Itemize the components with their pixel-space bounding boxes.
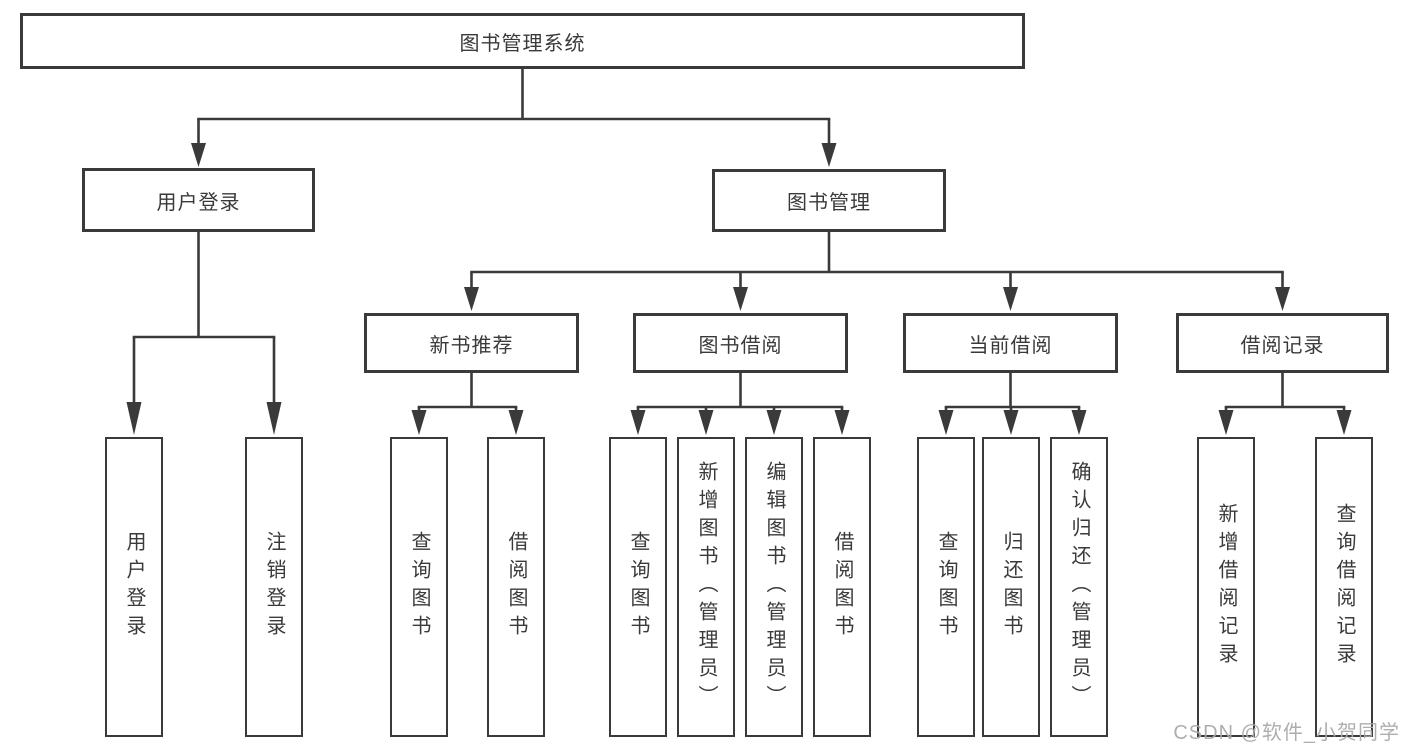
- node-new-book-recommend: 新书推荐: [364, 313, 579, 373]
- leaf-label: 新增借阅记录: [1215, 503, 1237, 671]
- leaf-label: 借阅图书: [831, 531, 853, 643]
- node-user-login: 用户登录: [82, 168, 315, 232]
- node-label: 图书管理: [787, 192, 871, 214]
- node-label: 借阅记录: [1240, 334, 1325, 357]
- leaf-query-borrow-record: 查询借阅记录: [1315, 437, 1373, 737]
- node-borrow-records: 借阅记录: [1176, 313, 1389, 373]
- leaf-label: 用户登录: [123, 531, 145, 643]
- leaf-label: 注销登录: [263, 531, 285, 643]
- node-library-system: 图书管理系统: [20, 13, 1025, 69]
- leaf-label: 查询借阅记录: [1333, 503, 1355, 671]
- node-label: 新书推荐: [429, 334, 514, 357]
- leaf-label: 新增图书（管理员）: [695, 461, 717, 713]
- node-label: 图书借阅: [698, 334, 783, 357]
- connector-user-login-to-leaves: [126, 232, 282, 435]
- leaf-query-books-borrow: 查询图书: [609, 437, 667, 737]
- leaf-confirm-return-admin: 确认归还（管理员）: [1050, 437, 1108, 737]
- leaf-return-books: 归还图书: [982, 437, 1040, 737]
- connector-borrow-records-to-leaves: [1218, 373, 1352, 435]
- leaf-user-login: 用户登录: [105, 437, 163, 737]
- node-book-management: 图书管理: [712, 169, 946, 232]
- leaf-query-books-rec: 查询图书: [390, 437, 448, 737]
- node-book-borrowing: 图书借阅: [633, 313, 848, 373]
- leaf-label: 归还图书: [1000, 531, 1022, 643]
- leaf-label: 查询图书: [627, 531, 649, 643]
- connector-new-book-rec-to-leaves: [411, 373, 524, 435]
- leaf-label: 查询图书: [935, 531, 957, 643]
- leaf-add-borrow-record: 新增借阅记录: [1197, 437, 1255, 737]
- leaf-query-books-current: 查询图书: [917, 437, 975, 737]
- leaf-borrow-books-rec: 借阅图书: [487, 437, 545, 737]
- connector-root-to-level2: [191, 69, 837, 167]
- connector-book-mgmt-to-level3: [464, 232, 1290, 311]
- leaf-logout: 注销登录: [245, 437, 303, 737]
- leaf-label: 编辑图书（管理员）: [763, 461, 785, 713]
- node-current-borrowing: 当前借阅: [903, 313, 1118, 373]
- connector-current-borrow-to-leaves: [938, 373, 1087, 435]
- leaf-label: 确认归还（管理员）: [1068, 461, 1090, 713]
- leaf-edit-books-admin: 编辑图书（管理员）: [745, 437, 803, 737]
- leaf-label: 借阅图书: [505, 531, 527, 643]
- node-label: 用户登录: [156, 191, 241, 214]
- node-label: 当前借阅: [968, 334, 1053, 357]
- csdn-watermark: CSDN @软件_小贺同学: [1173, 722, 1400, 744]
- node-label: 图书管理系统: [459, 32, 586, 55]
- leaf-borrow-books: 借阅图书: [813, 437, 871, 737]
- connector-book-borrow-to-leaves: [630, 373, 850, 435]
- leaf-add-books-admin: 新增图书（管理员）: [677, 437, 735, 737]
- leaf-label: 查询图书: [408, 531, 430, 643]
